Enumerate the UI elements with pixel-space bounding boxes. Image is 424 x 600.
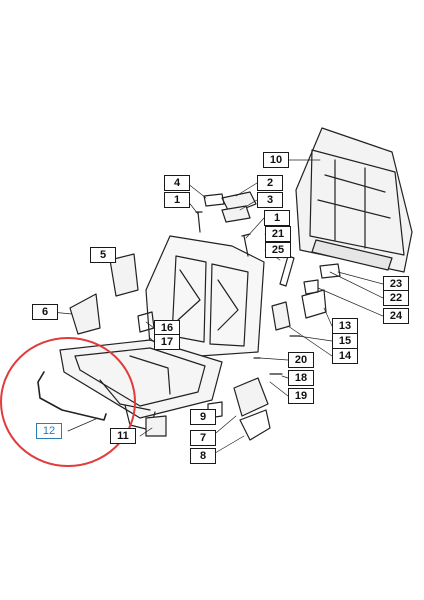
part-1b-bolt <box>241 233 251 257</box>
seat-backrest-part <box>295 127 413 273</box>
part-4-shape <box>203 193 225 207</box>
callout-13: 13 <box>332 318 358 334</box>
callout-2: 2 <box>257 175 283 191</box>
callout-14: 14 <box>332 348 358 364</box>
part-3-shape <box>221 205 251 223</box>
callout-25: 25 <box>265 242 291 258</box>
callout-20: 20 <box>288 352 314 368</box>
callout-16: 16 <box>154 320 180 336</box>
callout-23: 23 <box>383 276 409 292</box>
callout-17: 17 <box>154 334 180 350</box>
part-6-shape <box>69 293 101 335</box>
callout-12: 12 <box>36 423 62 439</box>
callout-1a: 1 <box>164 192 190 208</box>
callout-19: 19 <box>288 388 314 404</box>
part-5-shape <box>109 253 139 297</box>
callout-6: 6 <box>32 304 58 320</box>
leader-lines <box>50 159 384 457</box>
callout-18: 18 <box>288 370 314 386</box>
callout-3: 3 <box>257 192 283 208</box>
callout-9: 9 <box>190 409 216 425</box>
callout-5: 5 <box>90 247 116 263</box>
callout-7: 7 <box>190 430 216 446</box>
part-24-shape <box>303 279 319 295</box>
part-21-shape <box>279 255 295 287</box>
highlight-circle <box>0 337 136 467</box>
callout-21: 21 <box>265 226 291 242</box>
seat-base-part <box>59 339 223 431</box>
part-14-shape <box>271 301 291 331</box>
part-12-wire <box>37 371 107 421</box>
callout-4: 4 <box>164 175 190 191</box>
callout-11: 11 <box>110 428 136 444</box>
callout-15: 15 <box>332 333 358 349</box>
callout-10: 10 <box>263 152 289 168</box>
callout-8: 8 <box>190 448 216 464</box>
part-8-shape <box>239 409 271 441</box>
callout-1b: 1 <box>264 210 290 226</box>
callout-24: 24 <box>383 308 409 324</box>
callout-22: 22 <box>383 290 409 306</box>
part-11-shape <box>145 415 167 437</box>
part-7-shape <box>233 377 269 417</box>
part-22-shape <box>319 263 341 279</box>
part-1a-bolt <box>195 211 203 233</box>
